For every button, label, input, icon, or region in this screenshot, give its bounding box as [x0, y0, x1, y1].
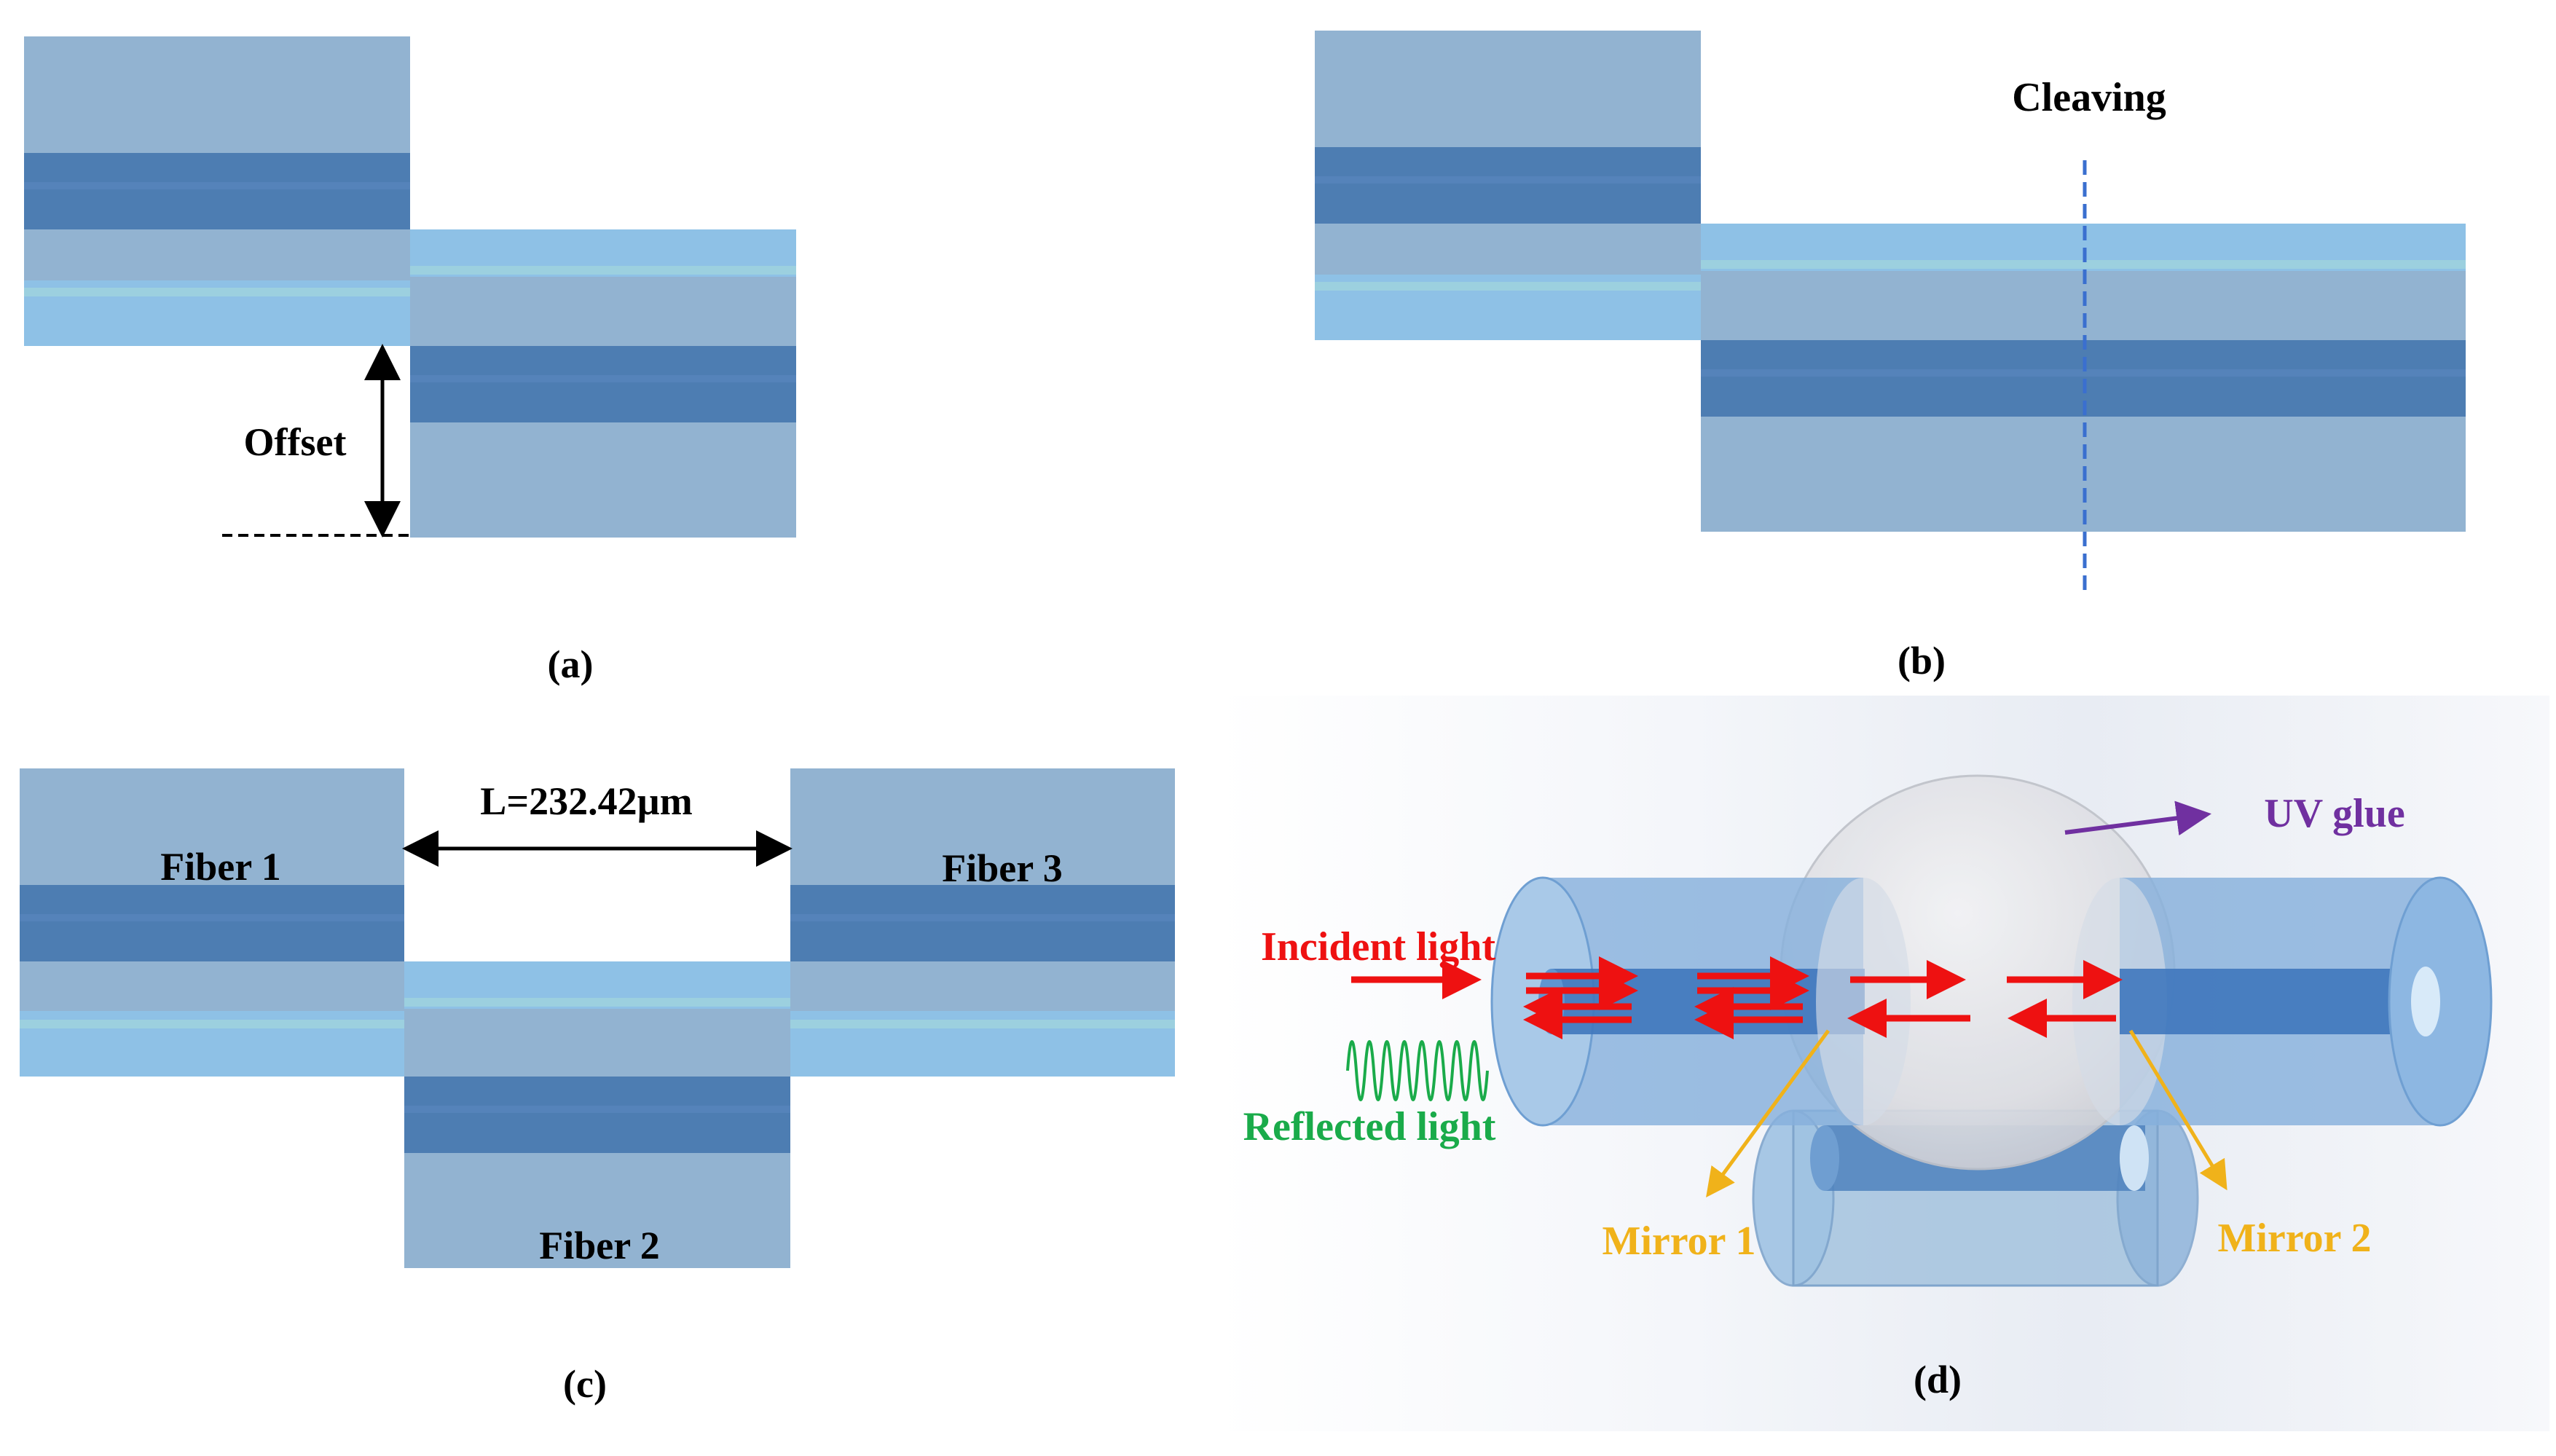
uv-glue-pointer	[2064, 800, 2211, 836]
fiber2-label: Fiber 2	[539, 1224, 659, 1267]
caption-a: (a)	[548, 642, 594, 686]
offset-label: Offset	[244, 420, 347, 464]
fiber-b-left	[1315, 31, 1701, 340]
caption-c: (c)	[563, 1362, 607, 1406]
mirror2-pointer	[2128, 1029, 2227, 1191]
cleave-label: Cleaving	[2012, 75, 2166, 120]
fiber-a-left	[24, 36, 410, 346]
panel-a: Offset (a)	[24, 36, 796, 686]
reflected-light-label: Reflected light	[1243, 1104, 1496, 1149]
caption-d: (d)	[1914, 1358, 1962, 1401]
fiber1-label: Fiber 1	[160, 845, 280, 889]
incident-light-label: Incident light	[1261, 924, 1495, 969]
caption-b: (b)	[1898, 639, 1946, 682]
panel-b: Cleaving (b)	[1315, 31, 2466, 682]
reflected-wave	[1346, 1040, 1489, 1101]
panel-d: UV glue Incident light Reflected light M…	[1216, 696, 2549, 1431]
mirror2-label: Mirror 2	[2218, 1216, 2372, 1261]
light-arrows	[1351, 956, 2123, 1039]
left-fiber	[1490, 876, 1911, 1127]
mirror1-label: Mirror 1	[1603, 1219, 1756, 1264]
length-label: L=232.42µm	[480, 779, 692, 823]
mirror1-pointer	[1706, 1029, 1831, 1198]
right-fiber	[2072, 876, 2493, 1127]
fiber-1	[20, 768, 404, 1077]
fiber-a-right	[410, 229, 796, 538]
fiber-3	[790, 768, 1175, 1077]
fiber-2	[404, 961, 790, 1268]
fiber3-label: Fiber 3	[942, 846, 1062, 890]
panel-c: L=232.42µm Fiber 1 Fiber 2 Fiber 3 (c)	[20, 768, 1175, 1406]
uv-glue-label: UV glue	[2264, 791, 2404, 836]
